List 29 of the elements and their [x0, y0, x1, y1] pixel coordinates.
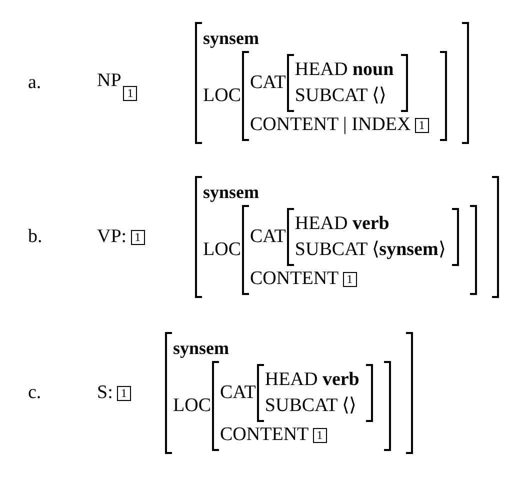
example-letter: c.: [28, 381, 42, 405]
feature-value: SUBCAT ⟨⟩: [294, 84, 388, 108]
feature-label: CONTENT: [220, 423, 309, 447]
feature-value: HEAD noun: [294, 58, 394, 82]
feature-label: CONTENT | INDEX: [250, 113, 411, 137]
feature-label: CONTENT: [250, 267, 339, 291]
feature-label: LOC: [203, 238, 241, 262]
feature-label: LOC: [203, 84, 241, 108]
coindex-tag: 1: [342, 272, 357, 286]
feature-value: SUBCAT ⟨⟩: [264, 394, 358, 418]
feature-label: CAT: [250, 71, 286, 95]
example-letter: a.: [28, 71, 42, 95]
type-label: synsem: [203, 27, 260, 50]
coindex-tag: 1: [312, 428, 327, 442]
coindex-tag: 1: [130, 230, 145, 244]
example-letter: b.: [28, 225, 42, 249]
feature-value: HEAD verb: [264, 368, 360, 392]
type-label: synsem: [203, 181, 260, 204]
feature-value: HEAD verb: [294, 212, 390, 236]
feature-value: SUBCAT ⟨synsem⟩: [294, 238, 446, 262]
category-label: S:: [97, 381, 113, 405]
coindex-tag: 1: [116, 386, 131, 400]
coindex-tag: 1: [414, 118, 429, 132]
feature-label: LOC: [173, 394, 211, 418]
type-label: synsem: [173, 337, 230, 360]
feature-label: CAT: [220, 381, 256, 405]
feature-label: CAT: [250, 225, 286, 249]
category-label: NP$_{1}$: [97, 68, 138, 98]
category-label: VP:: [97, 225, 127, 249]
